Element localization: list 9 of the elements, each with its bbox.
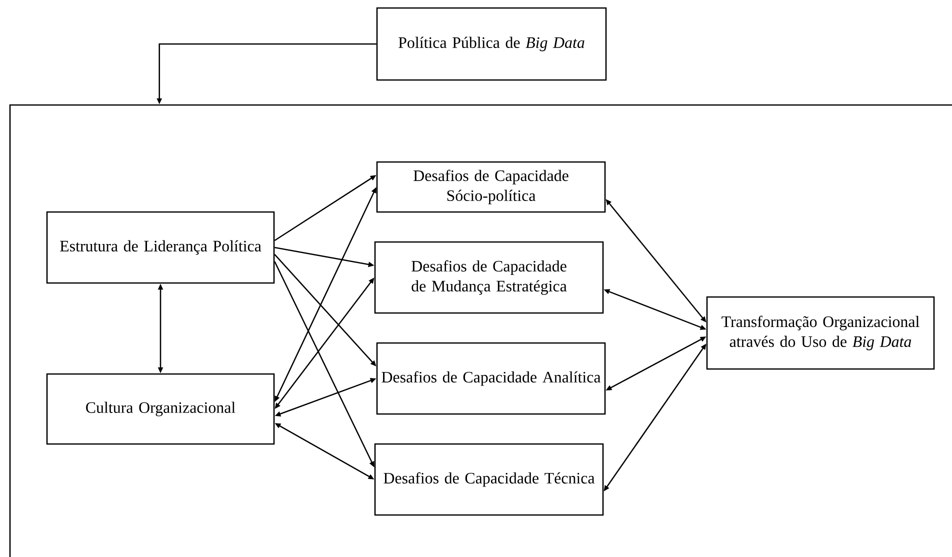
process-box: Cultura Organizacional	[46, 373, 275, 445]
process-box: Transformação Organizacional através do Uso de Big Data	[706, 296, 935, 370]
process-box: Desafios de Capacidade Analítica	[376, 342, 606, 415]
process-box: Política Pública de Big Data	[376, 7, 607, 81]
process-box: Desafios de Capacidade de Mudança Estratégica	[374, 241, 604, 314]
process-box: Desafios de Capacidade Técnica	[374, 443, 604, 516]
frame-box	[9, 104, 952, 557]
process-box: Desafios de Capacidade Sócio-política	[376, 161, 606, 213]
process-box: Estrutura de Liderança Política	[46, 211, 275, 284]
